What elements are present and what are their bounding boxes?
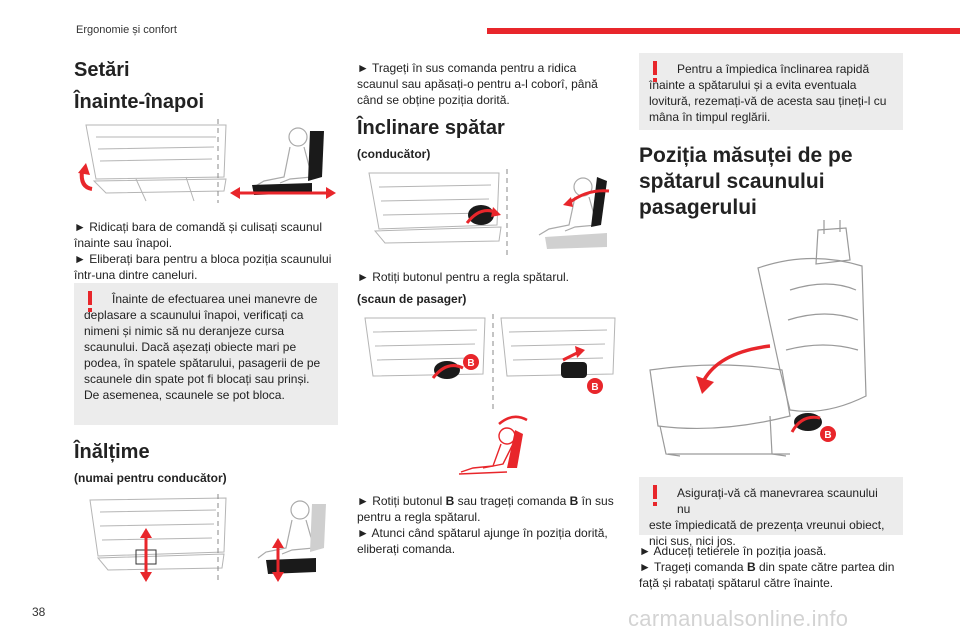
warning-box-table: Asigurați-vă că manevrarea scaunului nu … — [639, 477, 903, 548]
warning-recline-text: înainte a spătarului și a evita eventual… — [649, 78, 887, 124]
section-header: Ergonomie și confort — [76, 24, 177, 36]
badge-b-3: B — [824, 430, 831, 441]
warning-icon — [653, 61, 657, 82]
header-accent-bar — [487, 28, 960, 34]
forward-back-heading: Înainte-înapoi — [74, 91, 204, 113]
warning-recline-first-line: Pentru a împiedica înclinarea rapidă — [677, 62, 870, 76]
height-subheading: (numai pentru conducător) — [74, 471, 227, 485]
height-step: ► Trageți în sus comanda pentru a ridica… — [357, 61, 598, 107]
warning-table-first-line: Asigurați-vă că manevrarea scaunului nu — [677, 486, 878, 516]
driver-recline-illustration — [368, 169, 610, 257]
warning-box-slide: Înainte de efectuarea unei manevre de de… — [74, 283, 338, 425]
seat-slide-illustration — [78, 119, 336, 203]
forward-back-step-2: ► Eliberați bara pentru a bloca poziția … — [74, 252, 332, 282]
seatback-table-illustration: B — [649, 220, 867, 457]
section-title: Setări — [74, 59, 130, 81]
warning-box-recline: Pentru a împiedica înclinarea rapidă îna… — [639, 53, 903, 130]
warning-table-text: este împiedicată de prezența vreunui obi… — [649, 518, 885, 548]
warning-icon — [88, 291, 92, 312]
table-position-heading: Poziția măsuței de pe spătarul scaunului… — [639, 144, 853, 219]
table-step-2: ► Trageți comanda B din spate către part… — [639, 560, 895, 590]
height-heading: Înălțime — [74, 441, 150, 463]
forward-back-step-1: ► Ridicați bara de comandă și culisați s… — [74, 220, 322, 250]
passenger-recline-illustration: B B — [364, 314, 616, 475]
recline-driver-subheading: (conducător) — [357, 147, 431, 161]
recline-passenger-subheading: (scaun de pasager) — [357, 292, 467, 306]
passenger-recline-step-1: ► Rotiți butonul B sau trageți comanda B… — [357, 494, 614, 524]
warning-icon — [653, 485, 657, 506]
watermark: carmanualsonline.info — [628, 606, 849, 631]
warning-slide-first-line: Înainte de efectuarea unei manevre de — [112, 292, 318, 306]
table-step-1: ► Aduceți tetierele în poziția joasă. — [639, 544, 827, 558]
seat-height-illustration — [89, 494, 326, 582]
passenger-recline-step-2: ► Atunci când spătarul ajunge în poziția… — [357, 526, 608, 556]
recline-heading: Înclinare spătar — [357, 117, 505, 139]
page-number: 38 — [32, 605, 46, 619]
driver-recline-step: ► Rotiți butonul pentru a regla spătarul… — [357, 270, 569, 284]
badge-b-2: B — [591, 382, 598, 393]
warning-slide-text: deplasare a scaunului înapoi, verificați… — [84, 308, 321, 402]
badge-b-1: B — [467, 358, 474, 369]
